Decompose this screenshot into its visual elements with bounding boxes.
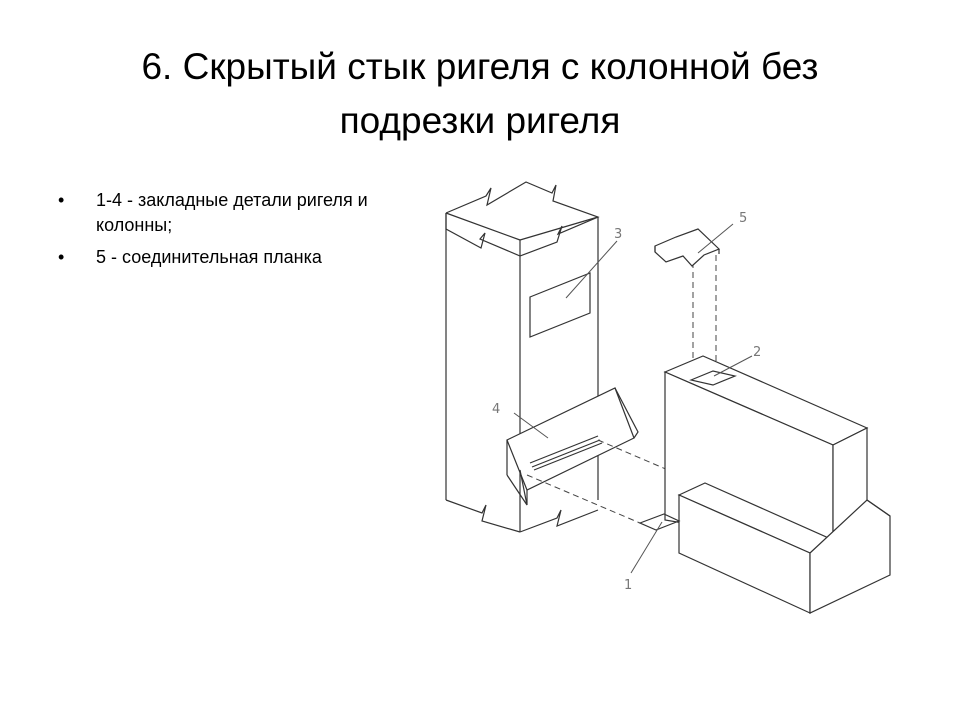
slide-title-line-1: 6. Скрытый стык ригеля с колонной без: [141, 46, 819, 87]
beam: [638, 355, 891, 614]
slide-title: 6. Скрытый стык ригеля с колонной без по…: [40, 40, 920, 148]
callout-5: 5: [739, 211, 747, 226]
callout-1: 1: [624, 578, 632, 593]
leader-lines: [513, 223, 753, 574]
projection-lines: [526, 255, 717, 524]
callout-4: 4: [492, 402, 500, 417]
bullet-text: 5 - соединительная планка: [96, 247, 322, 267]
bullet-marker: •: [58, 247, 65, 267]
bullet-list: • 1-4 - закладные детали ригеля и колонн…: [58, 188, 438, 277]
connecting-plate-5: [654, 228, 721, 267]
column-embedded-detail-4: [506, 387, 639, 506]
slide-title-line-2: подрезки ригеля: [339, 100, 621, 141]
callout-3: 3: [614, 227, 622, 242]
column: [445, 181, 600, 533]
beam-embedded-plate-1: [638, 513, 681, 531]
bullet-item: • 1-4 - закладные детали ригеля и колонн…: [58, 188, 438, 238]
bullet-text: 1-4 - закладные детали ригеля и колонны;: [96, 190, 368, 235]
joint-drawing-svg: 3 4 5 2 1: [445, 181, 891, 614]
bullet-marker: •: [58, 190, 65, 210]
bullet-item: • 5 - соединительная планка: [58, 245, 438, 270]
beam-embedded-plate-2: [689, 370, 737, 386]
column-embedded-plate-3: [529, 272, 591, 338]
joint-drawing: 3 4 5 2 1: [430, 170, 900, 630]
callout-2: 2: [753, 345, 761, 360]
